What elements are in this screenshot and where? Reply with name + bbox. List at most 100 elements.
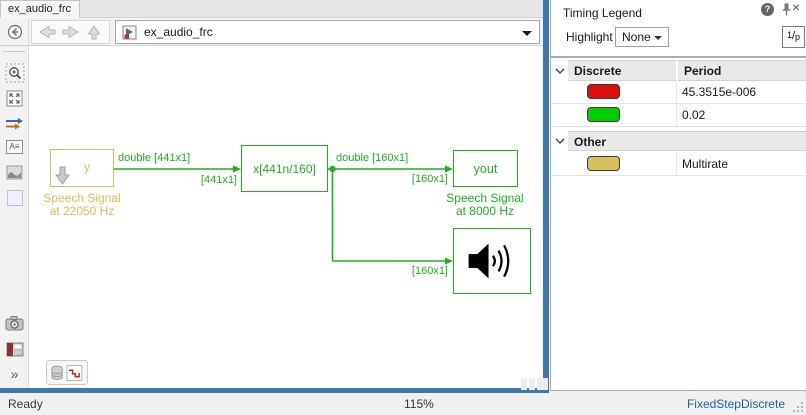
panel-divider bbox=[551, 56, 806, 58]
signal-label-dim-1: [441x1] bbox=[200, 174, 237, 186]
sink-block-label: yout bbox=[473, 161, 498, 176]
status-text: Ready bbox=[8, 397, 43, 411]
area-button[interactable] bbox=[0, 190, 29, 206]
more-tools-button[interactable]: » bbox=[0, 366, 29, 382]
tab-bar: ex_audio_frc bbox=[0, 0, 543, 18]
sample-time-minibar bbox=[46, 360, 88, 385]
toolbar-left-cell bbox=[0, 18, 29, 46]
period-frequency-toggle[interactable]: 1/p bbox=[782, 26, 805, 48]
timing-legend-table: Discrete Period 45.3515e-006 0.02 bbox=[551, 60, 806, 176]
group-header-discrete[interactable]: Discrete Period bbox=[551, 60, 806, 81]
signal-label-type-2: double [160x1] bbox=[336, 152, 409, 164]
sink-caption-1[interactable]: Speech Signal bbox=[446, 191, 524, 205]
pin-icon[interactable] bbox=[782, 3, 791, 16]
palette-divider bbox=[3, 51, 25, 52]
forward-button[interactable] bbox=[59, 22, 83, 42]
speaker-icon bbox=[468, 243, 510, 279]
rate-value-red: 45.3515e-006 bbox=[682, 85, 757, 99]
solver-link[interactable]: FixedStepDiscrete bbox=[686, 397, 785, 411]
highlight-dropdown[interactable]: None bbox=[615, 27, 669, 47]
sample-time-icon[interactable] bbox=[66, 364, 83, 382]
watermark-block-3 bbox=[537, 378, 548, 390]
signal-label-type-1: double [441x1] bbox=[118, 152, 191, 164]
back-arrow-icon bbox=[38, 25, 56, 39]
dual-arrows-icon bbox=[6, 118, 23, 130]
rate-row-green[interactable]: 0.02 bbox=[551, 104, 806, 127]
import-arrow-icon bbox=[55, 166, 70, 185]
signal-label-dim-2: [160x1] bbox=[411, 173, 448, 185]
breadcrumb-bar[interactable]: ex_audio_frc bbox=[115, 20, 540, 44]
dropdown-caret-icon bbox=[654, 36, 662, 40]
back-button[interactable] bbox=[35, 22, 59, 42]
navigation-group bbox=[31, 20, 110, 44]
screenshot-button[interactable] bbox=[0, 315, 29, 331]
up-arrow-icon bbox=[87, 25, 101, 40]
zoom-region-button[interactable] bbox=[0, 63, 29, 83]
source-caption-1[interactable]: Speech Signal bbox=[43, 191, 121, 205]
rate-swatch-red bbox=[587, 84, 620, 99]
zoom-region-icon bbox=[5, 63, 24, 83]
rate-swatch-yellow bbox=[587, 156, 620, 171]
column-divider bbox=[676, 104, 677, 126]
viewer-layout-button[interactable] bbox=[0, 341, 29, 358]
resize-grip[interactable] bbox=[792, 401, 804, 413]
data-stack-icon[interactable] bbox=[51, 365, 63, 381]
model-file-icon bbox=[122, 25, 137, 39]
camera-icon bbox=[5, 316, 24, 331]
column-header-period: Period bbox=[678, 60, 806, 81]
signal-label-dim-3: [160x1] bbox=[411, 265, 448, 277]
rate-row-multirate[interactable]: Multirate bbox=[551, 151, 806, 176]
rate-row-red[interactable]: 45.3515e-006 bbox=[551, 81, 806, 104]
area-box-icon bbox=[6, 190, 23, 206]
rate-denominator: p bbox=[795, 32, 801, 42]
rate-value-multirate: Multirate bbox=[682, 157, 729, 171]
help-icon[interactable]: ? bbox=[761, 3, 774, 16]
status-bar: Ready 115% FixedStepDiscrete bbox=[0, 393, 806, 415]
fit-to-view-button[interactable] bbox=[0, 90, 29, 107]
sink-block[interactable]: yout bbox=[453, 150, 518, 187]
model-tab[interactable]: ex_audio_frc bbox=[0, 0, 80, 18]
collapse-chevron-icon[interactable] bbox=[555, 138, 565, 144]
watermark-block-1 bbox=[521, 378, 527, 390]
group-name-other: Other bbox=[568, 131, 806, 151]
fit-to-view-icon bbox=[6, 90, 23, 107]
panel-title: Timing Legend bbox=[563, 6, 642, 20]
group-gap bbox=[551, 127, 806, 131]
sink-caption-2: at 8000 Hz bbox=[455, 204, 515, 218]
breadcrumb-text: ex_audio_frc bbox=[144, 25, 213, 39]
model-canvas[interactable] bbox=[29, 46, 543, 388]
signal-routing-button[interactable] bbox=[0, 116, 29, 131]
rate-value-green: 0.02 bbox=[682, 108, 706, 122]
group-name-discrete: Discrete bbox=[568, 60, 676, 81]
close-icon[interactable]: × bbox=[792, 0, 801, 15]
zoom-level: 115% bbox=[404, 397, 434, 411]
forward-arrow-icon bbox=[62, 25, 79, 39]
source-block[interactable]: y bbox=[50, 149, 114, 187]
canvas-frame-right bbox=[543, 0, 549, 393]
rate-swatch-green bbox=[587, 107, 620, 122]
source-caption-2: at 22050 Hz bbox=[49, 204, 115, 218]
hide-explorer-icon[interactable] bbox=[7, 24, 23, 40]
annotation-button[interactable]: A≡ bbox=[0, 140, 29, 154]
rate-converter-label: x[441n/160] bbox=[253, 161, 316, 176]
watermark-block-2 bbox=[529, 378, 535, 390]
rate-numerator: 1 bbox=[786, 30, 792, 40]
up-button[interactable] bbox=[82, 22, 106, 42]
column-divider bbox=[676, 81, 677, 103]
image-button[interactable] bbox=[0, 165, 29, 180]
layout-icon bbox=[6, 342, 23, 357]
audio-device-block[interactable] bbox=[453, 228, 531, 294]
highlight-dropdown-value: None bbox=[622, 30, 651, 44]
collapse-chevron-icon[interactable] bbox=[555, 68, 565, 74]
canvas-frame-bottom bbox=[0, 388, 549, 393]
image-icon bbox=[6, 165, 23, 180]
column-divider bbox=[676, 151, 677, 175]
source-block-label: y bbox=[84, 160, 90, 174]
breadcrumb-dropdown-icon[interactable] bbox=[522, 31, 532, 36]
model-tab-label: ex_audio_frc bbox=[8, 3, 71, 15]
group-header-other[interactable]: Other bbox=[551, 131, 806, 151]
rate-converter-block[interactable]: x[441n/160] bbox=[241, 145, 328, 192]
chevrons-icon: » bbox=[10, 366, 19, 382]
timing-legend-panel: Timing Legend ? × Highlight None 1/p Dis… bbox=[550, 0, 806, 391]
